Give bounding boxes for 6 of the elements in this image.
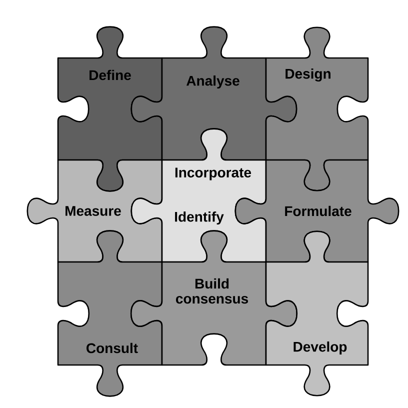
puzzle-piece: Measure [26,159,163,263]
puzzle-piece: Develop [265,230,369,396]
puzzle-piece: Incorporate Identify [130,128,267,263]
puzzle-piece: Consult [57,230,163,397]
puzzle-piece: Design [265,26,369,192]
puzzle-piece: Define [57,26,163,192]
